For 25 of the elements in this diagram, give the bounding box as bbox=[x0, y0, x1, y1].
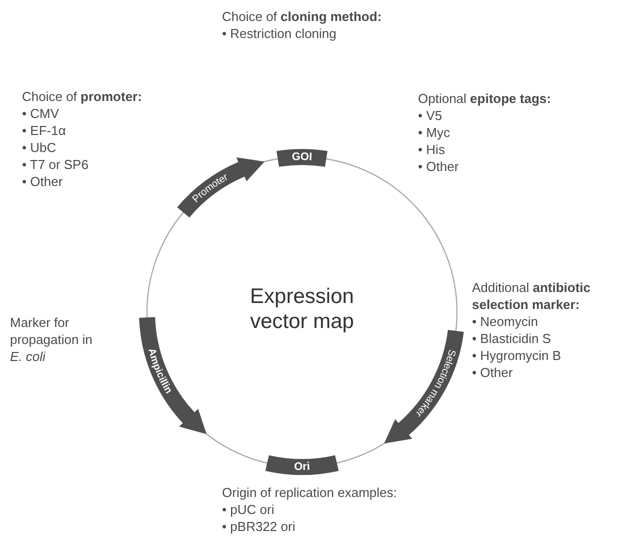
list-item: • Other bbox=[472, 364, 514, 381]
list-item: • EF-1α bbox=[22, 122, 67, 139]
list-item: • pUC ori bbox=[222, 501, 276, 518]
annotation-heading: Choice of promoter: bbox=[22, 88, 142, 105]
annotation-heading: Additional antibiotic selection marker: bbox=[472, 279, 592, 313]
origin-segment: Ori bbox=[265, 455, 339, 475]
annotation-heading: Marker for propagation in E. coli bbox=[10, 314, 94, 365]
list-item: • Restriction cloning bbox=[222, 25, 338, 42]
list-item: • Other bbox=[22, 173, 64, 190]
map-title: Expression vector map bbox=[249, 284, 355, 334]
annotation-heading: Origin of replication examples: bbox=[222, 484, 398, 501]
list-item: • Myc bbox=[418, 124, 451, 141]
list-item: • Neomycin bbox=[472, 313, 539, 330]
list-item: • His bbox=[418, 141, 446, 158]
list-item: • pBR322 ori bbox=[222, 518, 296, 535]
list-item: • T7 or SP6 bbox=[22, 156, 90, 173]
list-item: • Hygromycin B bbox=[472, 347, 562, 364]
list-item: • CMV bbox=[22, 105, 60, 122]
list-item: • Blasticidin S bbox=[472, 330, 552, 347]
list-item: • Other bbox=[418, 158, 460, 175]
list-item: • V5 bbox=[418, 107, 444, 124]
annotation-heading: Optional epitope tags: bbox=[418, 90, 552, 107]
annotation-heading: Choice of cloning method: bbox=[222, 8, 383, 25]
list-item: • UbC bbox=[22, 139, 58, 156]
gene-segment: GOI bbox=[276, 149, 328, 167]
